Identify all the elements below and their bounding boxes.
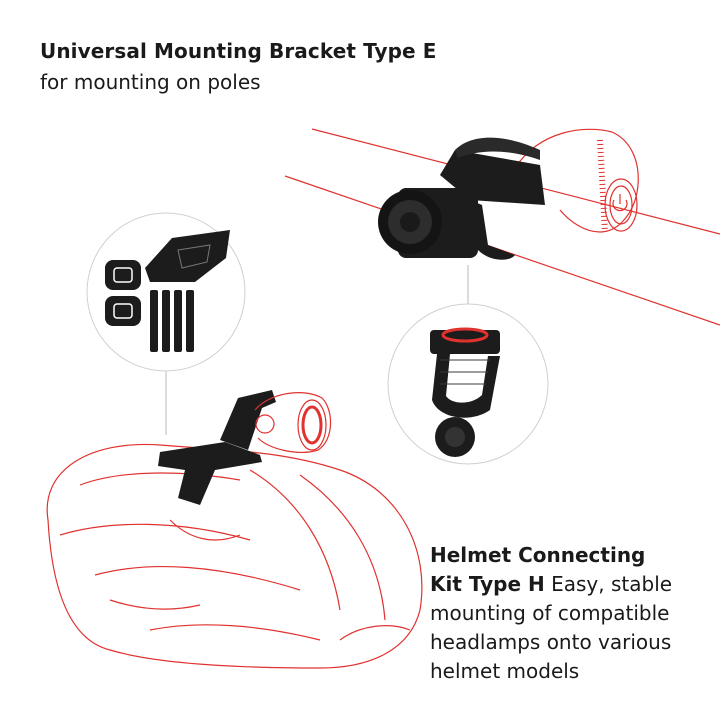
helmet-headlamp-outline	[254, 392, 332, 453]
pole-bracket-knob	[378, 190, 442, 254]
pole-headlamp-outline	[514, 128, 639, 233]
caption-line-1: Helmet Connecting	[430, 541, 715, 570]
caption-heading-1: Helmet Connecting	[430, 543, 646, 567]
helmet-mount	[158, 390, 332, 505]
straps	[150, 290, 194, 352]
helmet-kit-caption: Helmet Connecting Kit Type H Easy, stabl…	[430, 541, 715, 686]
adhesive-pad-bottom	[105, 296, 141, 326]
caption-body: Easy, stable mounting of compatible head…	[430, 572, 673, 683]
helmet-outline	[46, 443, 423, 669]
helmet-plate	[145, 230, 230, 282]
caption-heading-2: Kit Type H	[430, 572, 545, 596]
product-title: Universal Mounting Bracket Type E	[40, 39, 437, 63]
adhesive-pad-top	[105, 260, 141, 290]
product-subtitle: for mounting on poles	[40, 70, 261, 94]
mount-detail-circle	[387, 303, 549, 465]
accessory-circle	[86, 212, 246, 372]
